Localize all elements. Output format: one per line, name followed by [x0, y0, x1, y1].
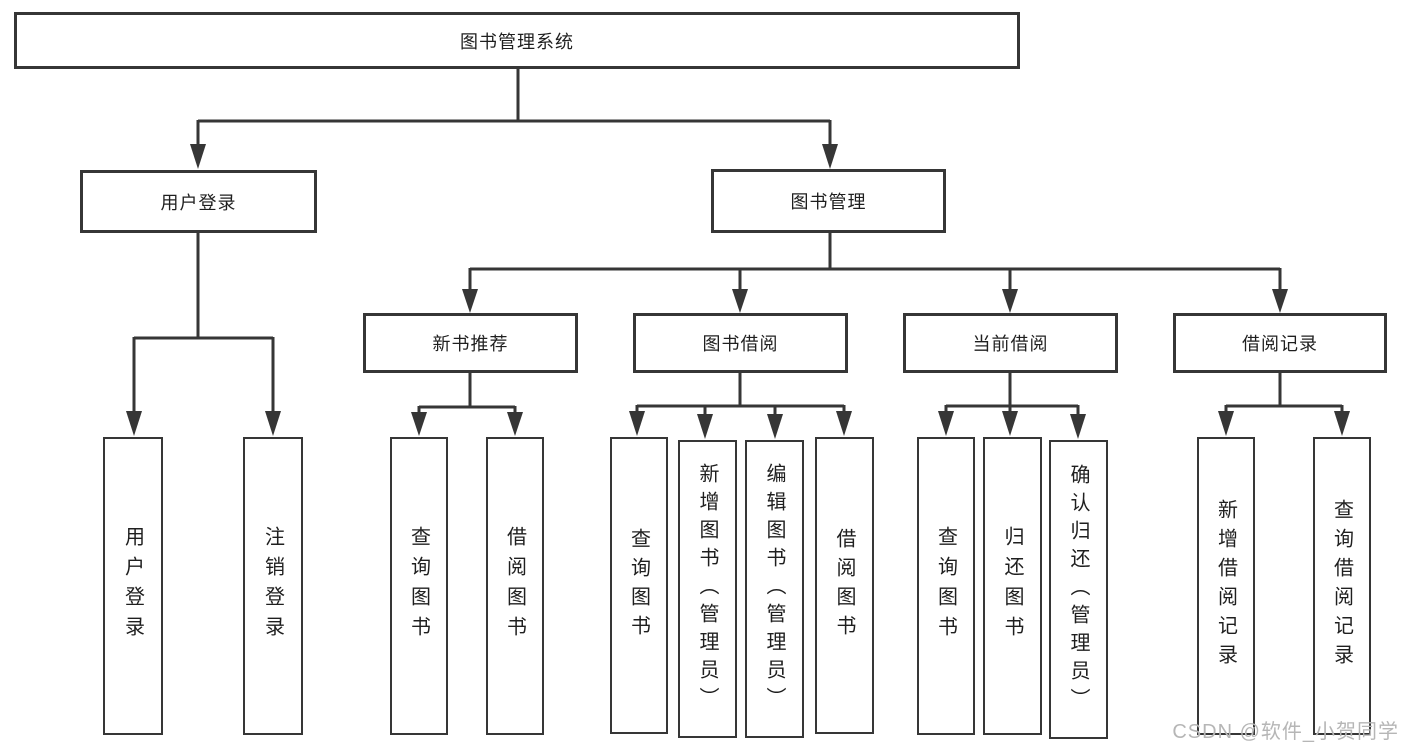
node-leaf-add-books-admin: 新增图书（管理员）	[678, 440, 737, 738]
node-leaf-query-books-borrowing: 查询图书	[610, 437, 668, 734]
node-library-management-system: 图书管理系统	[14, 12, 1020, 69]
arrowhead-icon	[462, 289, 478, 313]
connector-user-login-to-leaves	[126, 233, 281, 436]
node-leaf-borrow-books-recommend: 借阅图书	[486, 437, 544, 735]
arrowhead-icon	[507, 412, 523, 436]
node-book-borrowing: 图书借阅	[633, 313, 848, 373]
csdn-watermark: CSDN @软件_小贺同学	[1172, 721, 1399, 743]
arrowhead-icon	[1002, 289, 1018, 313]
arrowhead-icon	[126, 411, 142, 436]
arrowhead-icon	[697, 414, 713, 439]
connector-recommendation-to-leaves	[411, 373, 523, 436]
arrowhead-icon	[1218, 411, 1234, 436]
arrowhead-icon	[1272, 289, 1288, 313]
node-leaf-confirm-return-admin: 确认归还（管理员）	[1049, 440, 1108, 739]
node-leaf-query-borrow-record: 查询借阅记录	[1313, 437, 1371, 735]
node-leaf-return-books: 归还图书	[983, 437, 1042, 735]
arrowhead-icon	[265, 411, 281, 436]
arrowhead-icon	[732, 289, 748, 313]
node-leaf-query-books-recommend: 查询图书	[390, 437, 448, 735]
node-user-login: 用户登录	[80, 170, 317, 233]
arrowhead-icon	[1334, 411, 1350, 436]
node-leaf-edit-books-admin: 编辑图书（管理员）	[745, 440, 804, 738]
arrowhead-icon	[1070, 414, 1086, 439]
node-leaf-borrow-books-borrowing: 借阅图书	[815, 437, 874, 734]
node-leaf-logout: 注销登录	[243, 437, 303, 735]
node-leaf-user-login: 用户登录	[103, 437, 163, 735]
connector-borrowing-to-leaves	[629, 373, 852, 439]
arrowhead-icon	[1002, 411, 1018, 436]
arrowhead-icon	[822, 144, 838, 169]
node-current-borrowing: 当前借阅	[903, 313, 1118, 373]
arrowhead-icon	[938, 411, 954, 436]
arrowhead-icon	[190, 144, 206, 169]
node-leaf-query-books-current: 查询图书	[917, 437, 975, 735]
connector-current-to-leaves	[938, 373, 1086, 439]
arrowhead-icon	[411, 412, 427, 436]
node-new-book-recommendation: 新书推荐	[363, 313, 578, 373]
arrowhead-icon	[767, 414, 783, 439]
arrowhead-icon	[629, 411, 645, 436]
arrowhead-icon	[836, 411, 852, 436]
connector-records-to-leaves	[1218, 373, 1350, 436]
connector-book-management-to-level3	[462, 233, 1288, 313]
node-book-management: 图书管理	[711, 169, 946, 233]
node-leaf-add-borrow-record: 新增借阅记录	[1197, 437, 1255, 735]
connector-root-to-level2	[190, 68, 838, 169]
node-borrowing-records: 借阅记录	[1173, 313, 1387, 373]
